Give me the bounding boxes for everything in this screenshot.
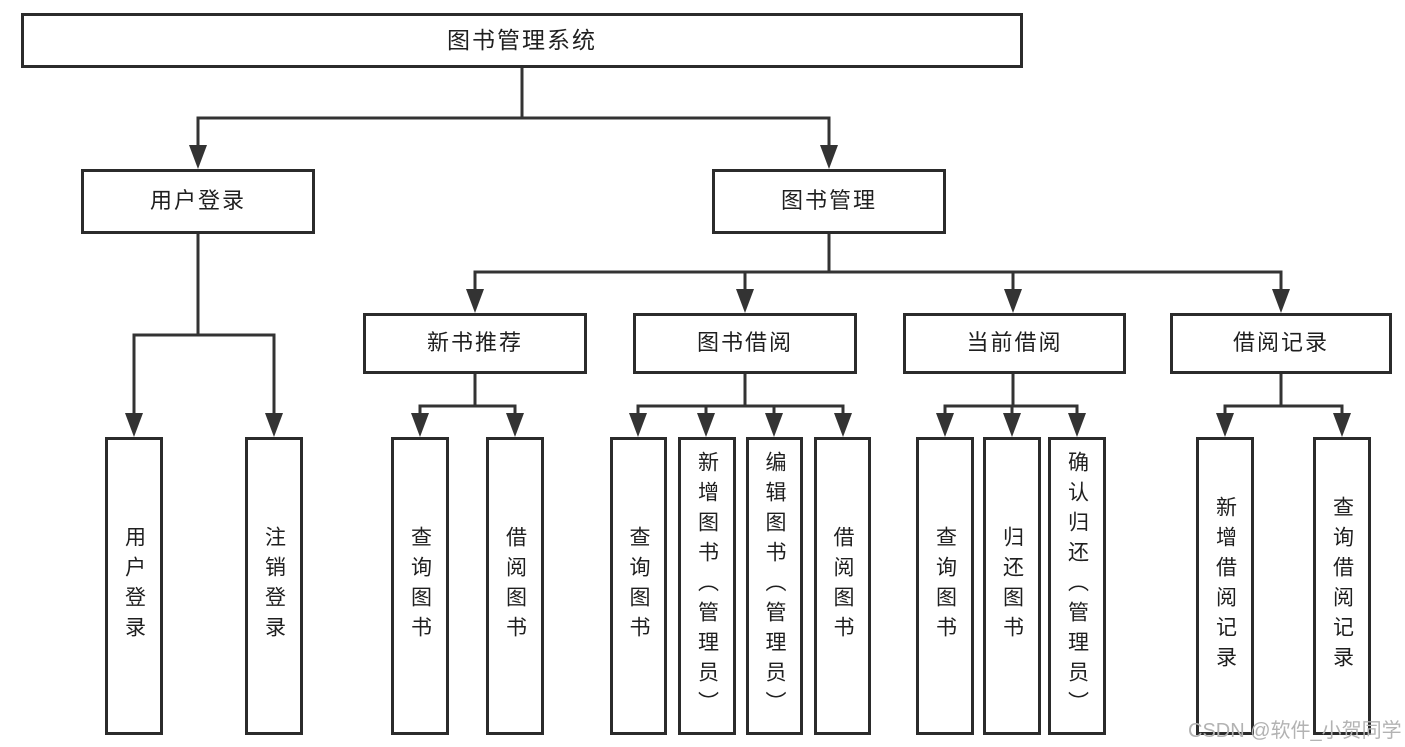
- arrowhead: [125, 413, 143, 437]
- arrowhead: [1068, 413, 1086, 437]
- arrowhead: [834, 413, 852, 437]
- arrowhead: [765, 413, 783, 437]
- connector-newbooks-to-leaves: [418, 372, 517, 418]
- arrowheads: [125, 145, 1351, 437]
- arrowhead: [1333, 413, 1351, 437]
- node-new-book-recommendation: 新书推荐: [363, 313, 587, 374]
- arrowhead: [1216, 413, 1234, 437]
- arrowhead: [1003, 413, 1021, 437]
- connector-userlogin-to-leaves: [132, 232, 276, 418]
- leaf-user-login: 用户登录: [105, 437, 163, 735]
- connector-currentborrow-to-leaves: [943, 372, 1079, 418]
- connector-records-to-leaves: [1223, 372, 1344, 418]
- arrowhead: [736, 289, 754, 313]
- csdn-watermark: CSDN @软件_小贺同学: [1188, 720, 1402, 742]
- arrowhead: [265, 413, 283, 437]
- node-borrowing-records: 借阅记录: [1170, 313, 1392, 374]
- leaf-newbooks-borrow-books: 借阅图书: [486, 437, 544, 735]
- connector-bookborrow-to-leaves: [636, 372, 845, 418]
- arrowhead: [936, 413, 954, 437]
- node-current-borrowing: 当前借阅: [903, 313, 1126, 374]
- leaf-borrow-add-books-admin: 新增图书（管理员）: [678, 437, 736, 735]
- node-user-login: 用户登录: [81, 169, 315, 234]
- connector-bookmgmt-to-level3: [473, 232, 1283, 294]
- arrowhead: [189, 145, 207, 169]
- leaf-current-confirm-return-admin: 确认归还（管理员）: [1048, 437, 1106, 735]
- arrowhead: [466, 289, 484, 313]
- arrowhead: [820, 145, 838, 169]
- node-book-management: 图书管理: [712, 169, 946, 234]
- node-book-borrowing: 图书借阅: [633, 313, 857, 374]
- leaf-newbooks-query-books: 查询图书: [391, 437, 449, 735]
- arrowhead: [1004, 289, 1022, 313]
- leaf-current-return-books: 归还图书: [983, 437, 1041, 735]
- leaf-logout: 注销登录: [245, 437, 303, 735]
- leaf-records-add-borrow-record: 新增借阅记录: [1196, 437, 1254, 735]
- leaf-records-query-borrow-record: 查询借阅记录: [1313, 437, 1371, 735]
- arrowhead: [411, 413, 429, 437]
- leaf-current-query-books: 查询图书: [916, 437, 974, 735]
- leaf-borrow-edit-books-admin: 编辑图书（管理员）: [746, 437, 803, 735]
- arrowhead: [1272, 289, 1290, 313]
- node-library-management-system: 图书管理系统: [21, 13, 1023, 68]
- connector-paths: [132, 66, 1344, 418]
- connector-root-to-level2: [196, 66, 831, 150]
- arrowhead: [506, 413, 524, 437]
- arrowhead: [697, 413, 715, 437]
- leaf-borrow-query-books: 查询图书: [610, 437, 667, 735]
- arrowhead: [629, 413, 647, 437]
- leaf-borrow-borrow-books: 借阅图书: [814, 437, 871, 735]
